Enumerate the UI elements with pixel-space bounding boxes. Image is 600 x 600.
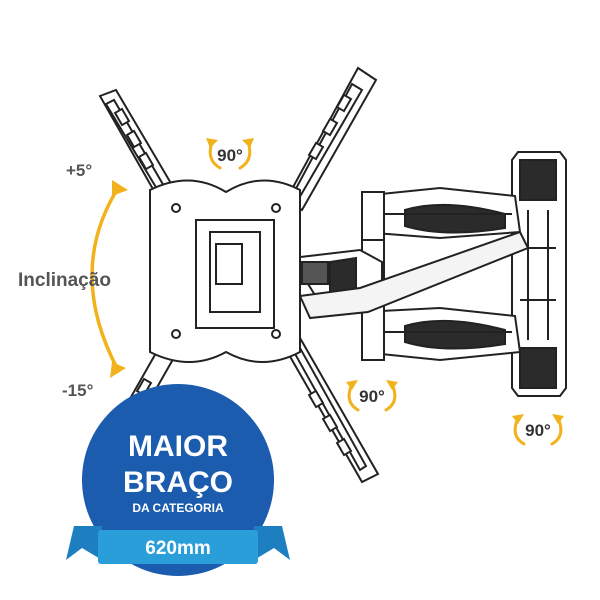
badge-size: 620mm — [145, 538, 211, 559]
rotate-arrow-arm — [346, 380, 398, 412]
arm-rotation-label: 90° — [359, 387, 385, 406]
rotate-arrow-wall — [512, 414, 564, 446]
vesa-plate — [92, 66, 380, 484]
badge-line1: MAIOR — [128, 430, 228, 463]
badge-line2: BRAÇO — [123, 466, 233, 499]
badge-line3: DA CATEGORIA — [132, 501, 224, 515]
promo-badge: MAIOR BRAÇO DA CATEGORIA 620mm — [66, 384, 290, 576]
tilt-arrow — [90, 180, 128, 378]
wall-plate — [511, 151, 567, 397]
tilt-up-label: +5° — [66, 161, 92, 180]
wall-rotation-label: 90° — [525, 421, 551, 440]
plate-rotation-label: 90° — [217, 146, 243, 165]
tilt-title: Inclinação — [18, 270, 111, 291]
tilt-down-label: -15° — [62, 381, 94, 400]
rotate-arrow-plate — [206, 138, 254, 170]
articulating-arm — [290, 186, 530, 362]
